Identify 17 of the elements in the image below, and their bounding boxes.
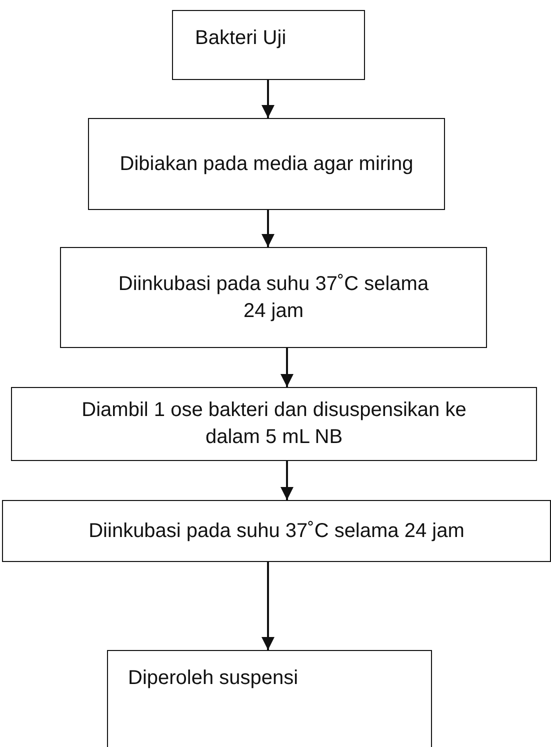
arrow <box>262 210 274 247</box>
process-box <box>107 650 432 747</box>
process-box <box>2 500 551 562</box>
step-text: Diperoleh suspensi <box>128 666 298 691</box>
step-text: Dibiakan pada media agar miring <box>120 152 414 176</box>
step-text: Diinkubasi pada suhu 37˚C selama 24 jam <box>88 518 464 544</box>
process-box <box>172 10 365 80</box>
arrow <box>262 80 274 118</box>
process-box <box>88 118 445 210</box>
arrow <box>280 461 294 500</box>
step-text: Bakteri Uji <box>195 26 286 50</box>
process-box <box>11 387 537 461</box>
arrow <box>262 562 274 650</box>
step-text: Diinkubasi pada suhu 37˚C selama 24 jam <box>117 272 430 324</box>
arrow <box>280 348 294 387</box>
step-text: Diambil 1 ose bakteri dan disuspensikan ke dalam 5 mL NB <box>80 398 468 450</box>
process-box <box>60 247 487 348</box>
